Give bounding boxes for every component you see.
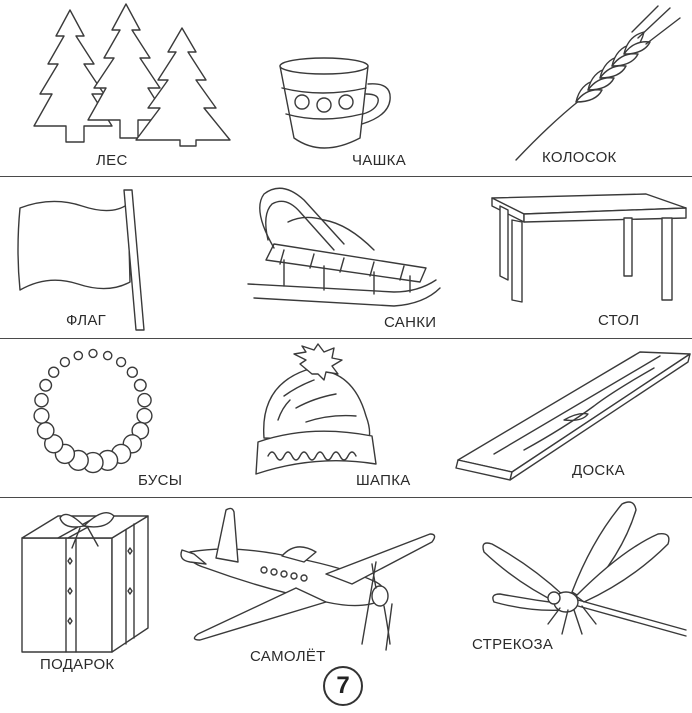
page-number: 7	[323, 666, 363, 706]
knit-hat-icon	[250, 346, 378, 486]
label-wheat: КОЛОСОК	[542, 149, 617, 166]
bead	[137, 408, 152, 423]
cup-icon	[272, 54, 398, 158]
label-dragonfly: СТРЕКОЗА	[472, 636, 554, 653]
label-beads: БУСЫ	[138, 472, 183, 489]
fir-trees-icon	[4, 2, 236, 146]
row-divider	[0, 497, 692, 498]
bead	[35, 394, 48, 407]
sled-icon	[244, 180, 444, 310]
bead	[138, 394, 151, 407]
label-flag: ФЛАГ	[66, 312, 107, 329]
bead	[89, 349, 97, 357]
label-table: СТОЛ	[598, 312, 640, 329]
wheat-ear-icon	[510, 4, 688, 164]
bead	[127, 367, 137, 377]
bead	[74, 352, 82, 360]
bead	[40, 380, 52, 392]
label-forest: ЛЕС	[96, 152, 128, 169]
label-plane: САМОЛЁТ	[250, 648, 326, 665]
beads-icon	[26, 346, 160, 480]
flag-icon	[12, 186, 148, 332]
bead	[135, 380, 147, 392]
label-gift: ПОДАРОК	[40, 656, 115, 673]
bead	[49, 367, 59, 377]
bead	[34, 408, 49, 423]
row-divider	[0, 176, 692, 177]
bead	[38, 423, 54, 439]
plank-icon	[454, 346, 692, 480]
bead	[117, 358, 126, 367]
label-sled: САНКИ	[384, 314, 437, 331]
row-divider	[0, 338, 692, 339]
airplane-icon	[176, 504, 438, 652]
label-cup: ЧАШКА	[352, 152, 406, 169]
bead	[104, 352, 112, 360]
bead	[60, 358, 69, 367]
bead	[45, 435, 63, 453]
table-icon	[490, 192, 688, 304]
label-plank: ДОСКА	[572, 462, 625, 479]
gift-box-icon	[18, 508, 152, 654]
dragonfly-icon	[472, 500, 690, 640]
label-hat: ШАПКА	[356, 472, 411, 489]
